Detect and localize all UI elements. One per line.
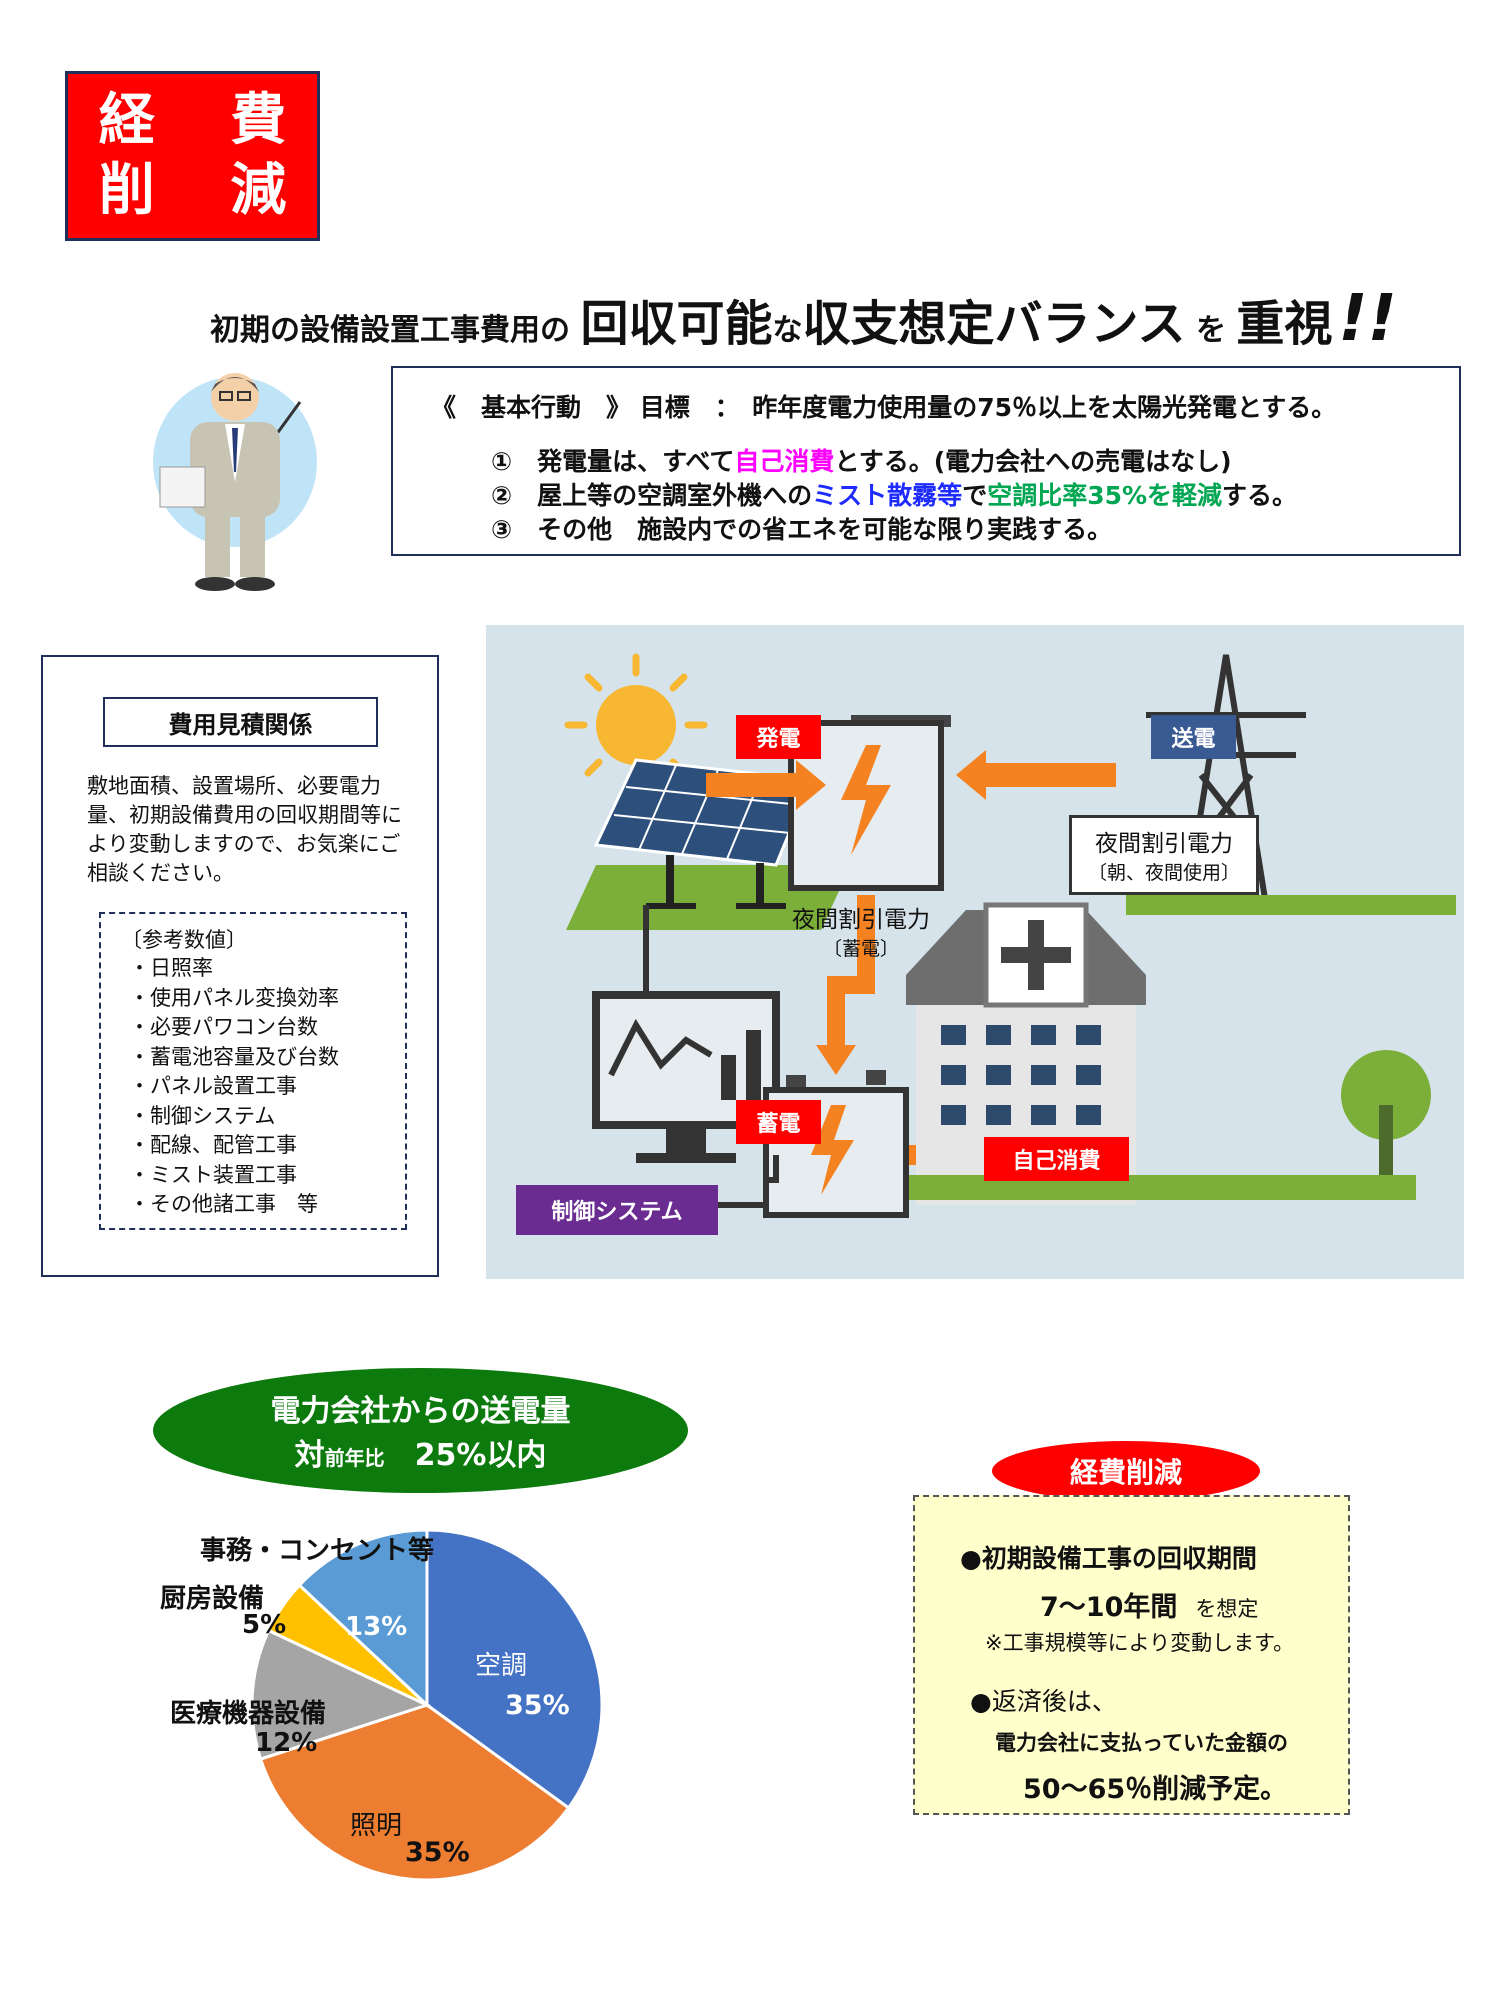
cost-line2a: 7～10年間 bbox=[1040, 1592, 1178, 1623]
grass-tower-area bbox=[1126, 895, 1456, 915]
pie-value-lighting: 35% bbox=[405, 1837, 470, 1868]
pie-value-kitchen: 5% bbox=[242, 1610, 287, 1640]
goal-item-2-b: ミスト散霧等 bbox=[812, 481, 963, 510]
tag-control-system: 制御システム bbox=[516, 1185, 718, 1235]
cost-line3: ※工事規模等により変動します。 bbox=[985, 1631, 1295, 1655]
grass-panel-area bbox=[566, 865, 851, 930]
power-usage-pie-chart: 空調 35% 照明 35% 医療機器設備 12% 厨房設備 5% 事務・コンセン… bbox=[150, 1500, 620, 1920]
goal-item-1-b: 自己消費 bbox=[734, 447, 835, 476]
goal-title: 《 基本行動 》 目標 ： 昨年度電力使用量の75％以上を太陽光発電とする。 bbox=[431, 393, 1337, 422]
cost-line4: ●返済後は、 bbox=[970, 1687, 1117, 1716]
presenter-illustration bbox=[153, 373, 317, 591]
list-item: その他諸工事 等 bbox=[150, 1190, 339, 1220]
power-conditioner-icon bbox=[788, 715, 951, 891]
list-item: 使用パネル変換効率 bbox=[150, 984, 339, 1014]
tag-storage: 蓄電 bbox=[736, 1100, 821, 1144]
pie-svg bbox=[250, 1528, 604, 1882]
night-store-label: 〔蓄電〕 bbox=[822, 938, 899, 960]
headline-part3: な bbox=[772, 313, 803, 348]
night-use-label: 〔朝、夜間使用〕 bbox=[1087, 862, 1240, 884]
reference-box: 〔参考数値〕 日照率 使用パネル変換効率 必要パワコン台数 蓄電池容量及び台数 … bbox=[99, 912, 407, 1230]
goal-item-2-c: で bbox=[962, 481, 988, 510]
ellipse-line1: 電力会社からの送電量 bbox=[270, 1394, 571, 1429]
ellipse-line2c: 25%以内 bbox=[384, 1438, 547, 1473]
tag-transmission: 送電 bbox=[1151, 715, 1236, 759]
goal-item-2-a: ② 屋上等の空調室外機への bbox=[491, 481, 813, 510]
goal-item-1-c: とする。(電力会社への売電はなし) bbox=[834, 447, 1232, 476]
cost-reduction-badge: 経 費 削 減 bbox=[65, 71, 320, 241]
cost-line6: 50～65％削減予定。 bbox=[1023, 1774, 1288, 1805]
cost-line2: 7～10年間を想定 bbox=[1040, 1585, 1258, 1624]
headline-part5: を bbox=[1185, 313, 1237, 348]
estimate-box: 費用見積関係 敷地面積、設置場所、必要電力量、初期設備費用の回収期間等により変動… bbox=[41, 655, 439, 1277]
arrow-left-icon bbox=[956, 750, 1116, 800]
tag-self-consumption: 自己消費 bbox=[984, 1137, 1129, 1181]
pie-label-lighting: 照明 bbox=[350, 1811, 403, 1841]
headline-exclaim: !! bbox=[1338, 282, 1397, 356]
list-item: 制御システム bbox=[150, 1102, 339, 1132]
goal-item-1-a: ① 発電量は、すべて bbox=[491, 447, 735, 476]
pie-slice-office bbox=[297, 1528, 429, 1709]
list-item: 蓄電池容量及び台数 bbox=[150, 1043, 339, 1073]
tree-icon bbox=[1341, 1050, 1431, 1140]
arrow-right-icon bbox=[706, 760, 826, 810]
arrow-down-icon bbox=[816, 1045, 856, 1075]
badge-line2: 削 減 bbox=[98, 158, 315, 223]
estimate-body: 敷地面積、設置場所、必要電力量、初期設備費用の回収期間等により変動しますので、お… bbox=[87, 774, 402, 885]
goal-box: 《 基本行動 》 目標 ： 昨年度電力使用量の75％以上を太陽光発電とする。 ①… bbox=[391, 366, 1461, 556]
cost-line5: 電力会社に支払っていた金額の bbox=[995, 1731, 1288, 1755]
pie-label-kitchen: 厨房設備 bbox=[160, 1584, 265, 1614]
pie-label-aircon: 空調 bbox=[475, 1651, 528, 1681]
headline: 初期の設備設置工事費用の 回収可能な収支想定バランス を 重視!! bbox=[210, 282, 1490, 356]
headline-part4: 収支想定バランス bbox=[802, 296, 1186, 352]
pie-label-office: 事務・コンセント等 bbox=[200, 1536, 435, 1566]
list-item: パネル設置工事 bbox=[150, 1072, 339, 1102]
night-power-box: 夜間割引電力 〔朝、夜間使用〕 bbox=[1069, 815, 1259, 895]
cost-reduction-box: ●初期設備工事の回収期間 7～10年間を想定 ※工事規模等により変動します。 ●… bbox=[913, 1495, 1350, 1815]
list-item: ミスト装置工事 bbox=[150, 1161, 339, 1191]
reference-list: 日照率 使用パネル変換効率 必要パワコン台数 蓄電池容量及び台数 パネル設置工事… bbox=[150, 954, 339, 1220]
cost-line2b: を想定 bbox=[1195, 1597, 1259, 1621]
cost-line1: ●初期設備工事の回収期間 bbox=[960, 1544, 1257, 1573]
headline-part2: 回収可能 bbox=[580, 296, 773, 352]
cost-reduction-pill: 経費削減 bbox=[992, 1441, 1260, 1501]
goal-item-2-d: 空調比率35%を軽減 bbox=[987, 481, 1223, 510]
pie-value-aircon: 35% bbox=[505, 1690, 570, 1721]
badge-line1: 経 費 bbox=[98, 88, 315, 153]
hospital-icon bbox=[906, 902, 1146, 1205]
list-item: 必要パワコン台数 bbox=[150, 1013, 339, 1043]
headline-part1: 初期の設備設置工事費用の bbox=[210, 313, 581, 348]
night-power-store-label: 夜間割引電力 〔蓄電〕 bbox=[761, 900, 961, 961]
monitor-icon bbox=[592, 991, 780, 1163]
pie-value-office: 13% bbox=[345, 1612, 408, 1642]
pie-slice-aircon bbox=[425, 1528, 604, 1810]
diagram-graphics bbox=[564, 653, 1456, 1218]
list-item: 配線、配管工事 bbox=[150, 1131, 339, 1161]
pie-slice-medical bbox=[250, 1628, 432, 1761]
list-item: 日照率 bbox=[150, 954, 339, 984]
estimate-heading: 費用見積関係 bbox=[103, 697, 378, 747]
energy-flow-diagram: 発電 送電 夜間割引電力 〔朝、夜間使用〕 夜間割引電力 〔蓄電〕 蓄電 自己消… bbox=[486, 625, 1464, 1279]
goal-item-1: ① 発電量は、すべて自己消費とする。(電力会社への売電はなし) bbox=[491, 442, 1232, 478]
night-power-label: 夜間割引電力 bbox=[1095, 831, 1233, 857]
transmission-target-ellipse: 電力会社からの送電量 対前年比 25%以内 bbox=[153, 1368, 688, 1493]
pie-label-medical: 医療機器設備 bbox=[170, 1699, 327, 1729]
reference-title: 〔参考数値〕 bbox=[121, 928, 247, 952]
goal-item-3-a: ③ その他 施設内での省エネを可能な限り実践する。 bbox=[491, 515, 1113, 544]
ellipse-line2: 対前年比 25%以内 bbox=[153, 1430, 688, 1474]
goal-item-2: ② 屋上等の空調室外機へのミスト散霧等で空調比率35%を軽減する。 bbox=[491, 476, 1297, 512]
headline-part6: 重視 bbox=[1236, 296, 1333, 352]
goal-item-3: ③ その他 施設内での省エネを可能な限り実践する。 bbox=[491, 510, 1112, 546]
pie-value-medical: 12% bbox=[255, 1728, 318, 1758]
ellipse-line2b: 前年比 bbox=[324, 1446, 385, 1470]
ellipse-line2a: 対 bbox=[294, 1438, 325, 1473]
goal-item-2-e: する。 bbox=[1222, 481, 1298, 510]
pie-slice-lighting bbox=[258, 1703, 571, 1882]
tag-generation: 発電 bbox=[736, 715, 821, 759]
night-power2-label: 夜間割引電力 bbox=[792, 907, 930, 933]
